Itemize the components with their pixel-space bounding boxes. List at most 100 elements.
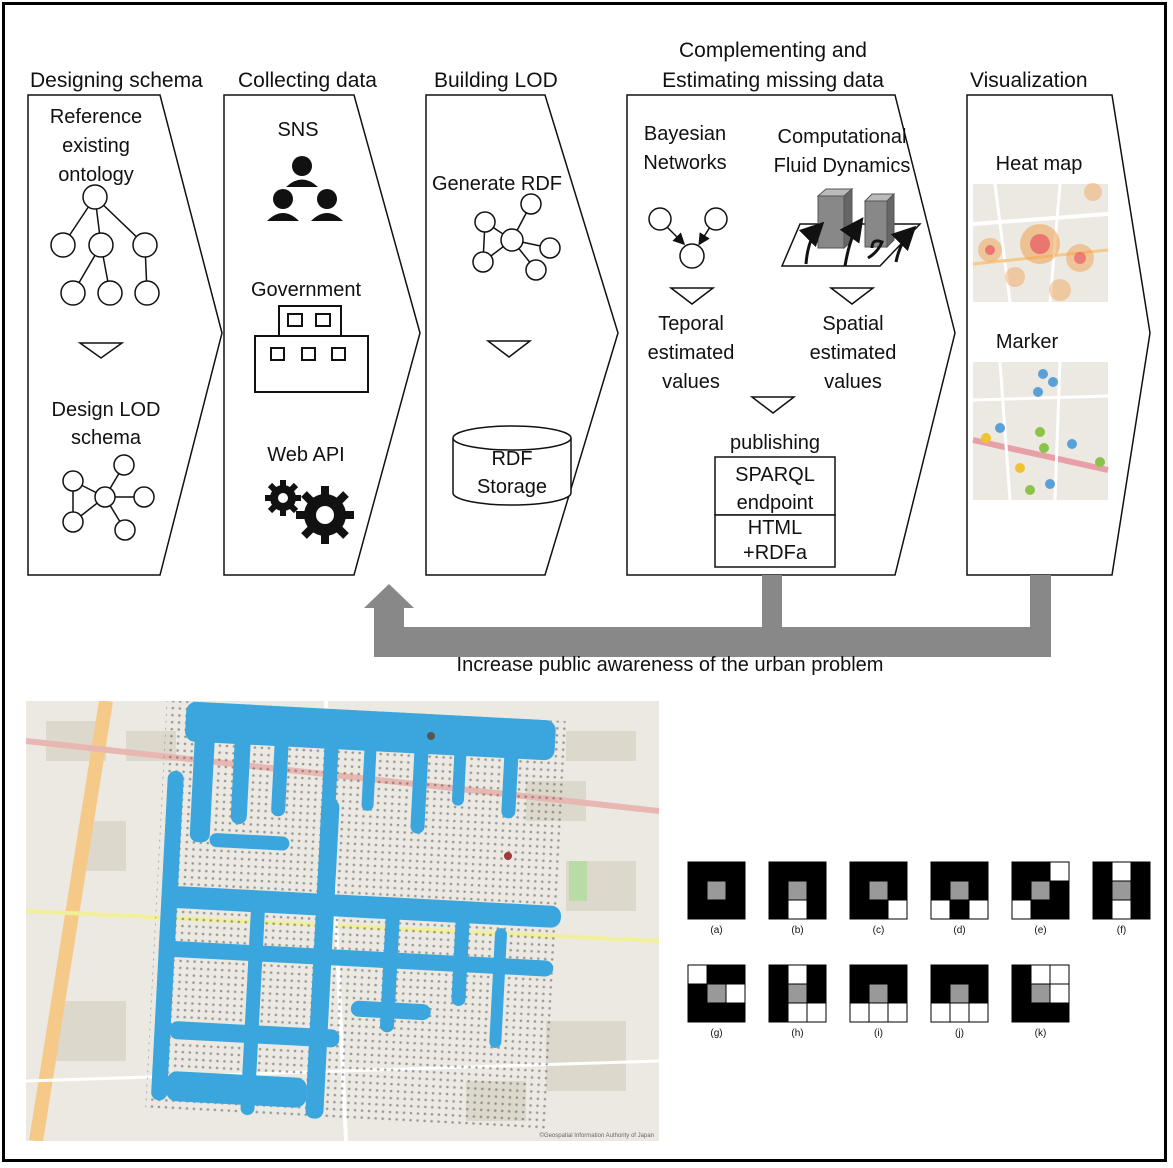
pattern-cell <box>1049 1002 1070 1023</box>
pattern-cell <box>949 861 970 882</box>
pattern-cell <box>706 983 727 1004</box>
heat-map-thumbnail <box>972 183 1109 303</box>
pattern-cell <box>968 861 989 882</box>
pattern-cell <box>887 983 908 1004</box>
generate-rdf-label: Generate RDF <box>432 173 562 195</box>
rdf-storage-text-1: RDF <box>491 448 532 470</box>
stage-4-title-line-1: Complementing and <box>679 39 867 62</box>
pattern-cell <box>768 964 789 985</box>
feedback-label: Increase public awareness of the urban p… <box>457 654 884 676</box>
sparql-text-2: endpoint <box>737 492 814 514</box>
down-triangle-icon <box>749 396 797 414</box>
pattern-cell <box>1049 880 1070 901</box>
publishing-label: publishing <box>730 432 820 454</box>
stage-2-title: Collecting data <box>238 69 377 92</box>
pattern-cell <box>706 899 727 920</box>
pattern-label: (h) <box>791 1028 803 1039</box>
pattern-cell <box>725 899 746 920</box>
pattern-cell <box>849 964 870 985</box>
reference-text-3: ontology <box>58 164 134 186</box>
pattern-label: (b) <box>791 925 803 936</box>
pattern-cell <box>930 1002 951 1023</box>
marker-map-thumbnail <box>972 361 1109 501</box>
pattern-label: (c) <box>873 925 885 936</box>
pattern-cell <box>868 899 889 920</box>
pattern-cell <box>1130 880 1151 901</box>
pattern-cell <box>930 861 951 882</box>
pipeline-diagram: Designing schema Collecting data Buildin… <box>27 39 1151 676</box>
pattern-cell <box>768 861 789 882</box>
pattern-cell <box>787 899 808 920</box>
stage-3-title: Building LOD <box>434 69 558 92</box>
pattern-cell <box>1111 880 1132 901</box>
pattern-cell <box>887 964 908 985</box>
stage-1-title: Designing schema <box>30 69 203 92</box>
pattern-cell <box>768 899 789 920</box>
map-attribution: ©Geospatial Information Authority of Jap… <box>540 1132 655 1139</box>
pattern-cell <box>949 983 970 1004</box>
pattern-d: (d) <box>930 861 989 936</box>
rdf-storage-cylinder-icon <box>452 425 572 506</box>
temporal-text-1: Teporal <box>658 313 724 335</box>
pattern-cell <box>868 983 889 1004</box>
pattern-cell <box>687 861 708 882</box>
pattern-cell <box>868 880 889 901</box>
main-road <box>29 701 113 1141</box>
sparql-endpoint-box <box>714 456 836 516</box>
pattern-cell <box>687 1002 708 1023</box>
stage-1-chevron <box>27 94 223 576</box>
marker-dot <box>427 732 435 740</box>
pattern-cell <box>949 964 970 985</box>
simulation-map-panel: ©Geospatial Information Authority of Jap… <box>26 701 659 1141</box>
pattern-cell <box>687 899 708 920</box>
pattern-cell <box>930 899 951 920</box>
pattern-cell <box>949 1002 970 1023</box>
pattern-cell <box>706 1002 727 1023</box>
pattern-cell <box>725 861 746 882</box>
pattern-cell <box>1030 861 1051 882</box>
pattern-cell <box>968 983 989 1004</box>
people-icon <box>267 156 343 221</box>
neighborhood-patterns: (a)(b)(c)(d)(e)(f)(g)(h)(i)(j)(k) <box>687 861 1151 1039</box>
gears-icon <box>265 480 354 544</box>
pattern-j: (j) <box>930 964 989 1039</box>
pattern-b: (b) <box>768 861 827 936</box>
pattern-cell <box>768 880 789 901</box>
pattern-label: (e) <box>1034 925 1046 936</box>
sns-label: SNS <box>277 119 318 141</box>
web-api-label: Web API <box>267 444 344 466</box>
pattern-cell <box>868 1002 889 1023</box>
pattern-cell <box>725 964 746 985</box>
pattern-c: (c) <box>849 861 908 936</box>
pattern-label: (i) <box>874 1028 883 1039</box>
temporal-text-3: values <box>662 371 720 393</box>
pattern-cell <box>849 983 870 1004</box>
pattern-cell <box>725 880 746 901</box>
pattern-cell <box>1049 964 1070 985</box>
pattern-cell <box>1030 899 1051 920</box>
pattern-cell <box>949 899 970 920</box>
pattern-label: (f) <box>1117 925 1126 936</box>
pattern-cell <box>787 880 808 901</box>
html-rdfa-box <box>714 514 836 568</box>
pattern-cell <box>1130 861 1151 882</box>
government-label: Government <box>251 279 361 301</box>
pattern-cell <box>787 983 808 1004</box>
pattern-cell <box>887 880 908 901</box>
pattern-i: (i) <box>849 964 908 1039</box>
pattern-cell <box>968 899 989 920</box>
pattern-cell <box>1030 880 1051 901</box>
stage-4-title-line-2: Estimating missing data <box>662 69 884 92</box>
pattern-cell <box>849 880 870 901</box>
feedback-arrow <box>364 575 1051 657</box>
spatial-text-3: values <box>824 371 882 393</box>
park <box>569 861 587 901</box>
down-triangle-icon <box>77 342 125 359</box>
pattern-cell <box>930 983 951 1004</box>
pattern-e: (e) <box>1011 861 1070 936</box>
pattern-g: (g) <box>687 964 746 1039</box>
pattern-a: (a) <box>687 861 746 936</box>
pattern-cell <box>1011 964 1032 985</box>
down-triangle-icon <box>828 287 876 305</box>
temporal-text-2: estimated <box>648 342 735 364</box>
